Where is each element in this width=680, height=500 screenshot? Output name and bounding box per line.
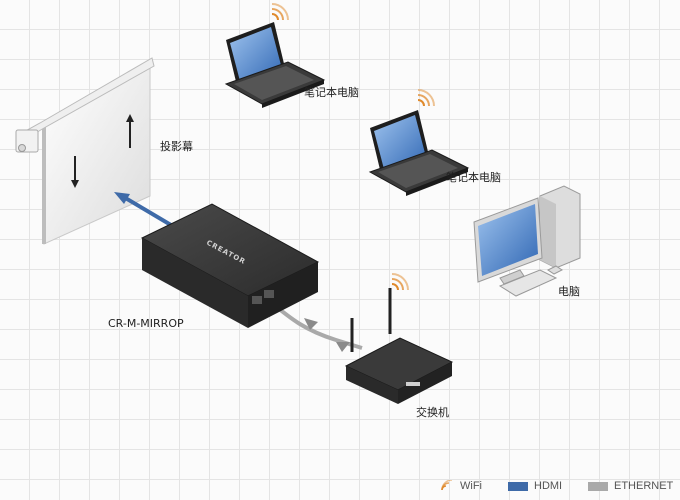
hdmi-swatch [508,481,528,491]
laptop-icon-middle [368,110,470,196]
legend-item-hdmi: HDMI [508,478,562,494]
switch-icon [344,288,454,404]
legend-label-wifi: WiFi [460,480,482,492]
desktop-computer-icon [473,185,581,297]
legend-item-wifi: WiFi [440,478,482,494]
wifi-icon [441,480,453,491]
legend-label-ethernet: ETHERNET [614,480,674,492]
switch-label: 交换机 [416,406,449,419]
legend-label-hdmi: HDMI [534,480,563,492]
projector-screen-label: 投影幕 [160,140,193,153]
legend-item-ethernet: ETHERNET [588,478,673,494]
ethernet-swatch [588,481,608,491]
device-label: CR-M-MIRROP [108,317,184,330]
hdmi-cable [114,192,178,230]
desktop-label: 电脑 [558,285,580,298]
laptop-top-label: 笔记本电脑 [304,86,359,99]
laptop-icon-top [224,22,326,108]
wifi-icon-laptop-middle [417,89,435,107]
projector-screen-icon [15,57,155,245]
mirror-device-icon [140,203,320,328]
laptop-middle-label: 笔记本电脑 [446,171,501,184]
wifi-icon-laptop-top [271,3,289,21]
wifi-icon-switch [391,273,409,291]
